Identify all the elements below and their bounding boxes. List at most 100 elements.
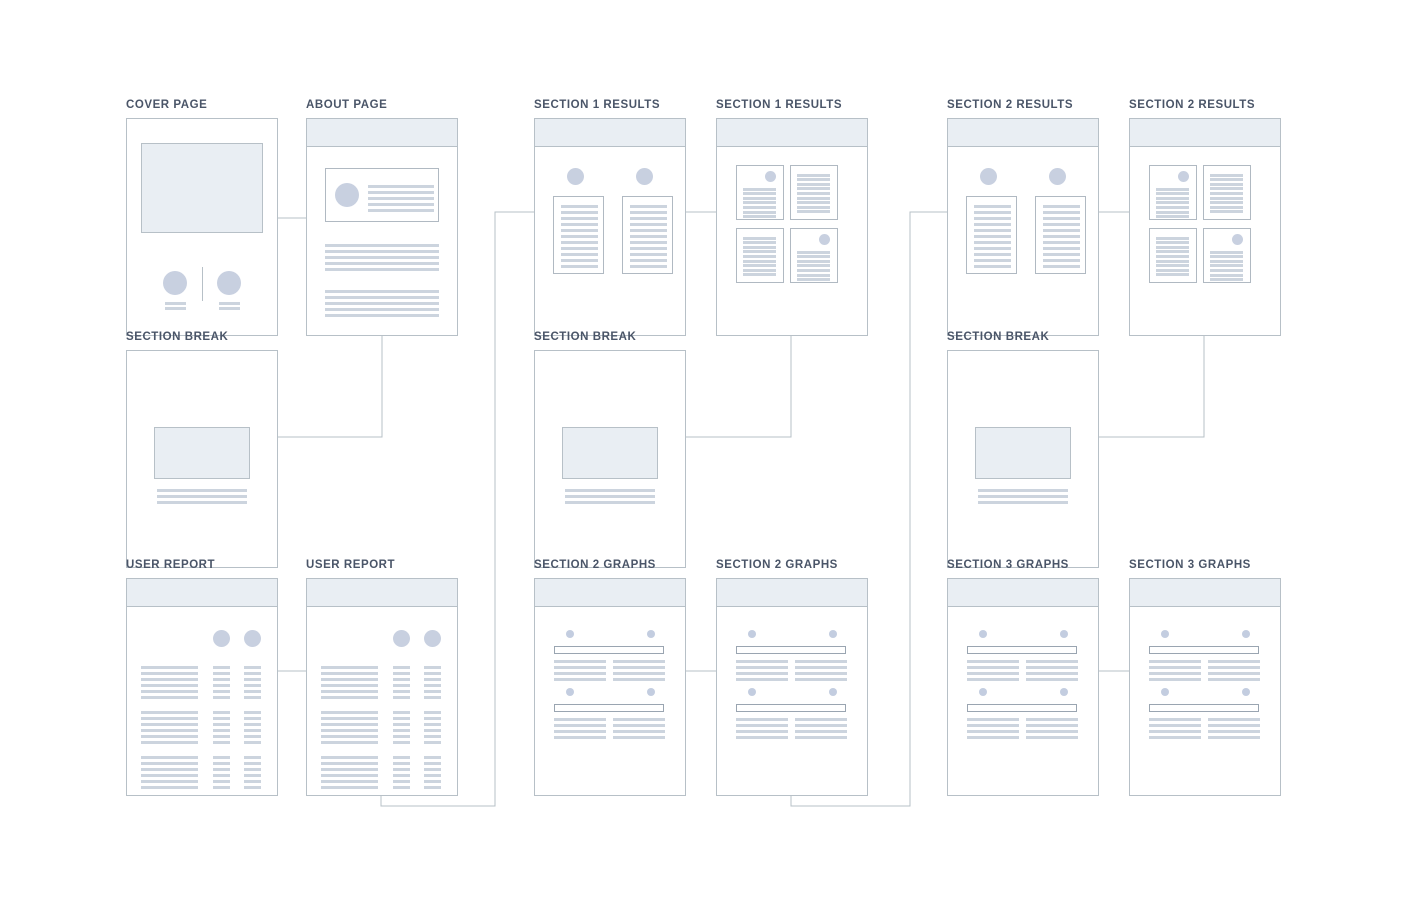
report-line — [141, 767, 198, 771]
node-label: SECTION 2 RESULTS — [1129, 99, 1256, 111]
caption-line — [978, 494, 1068, 498]
report-value-line — [393, 722, 410, 726]
page-header-band — [535, 118, 685, 147]
page-thumbnail-about-page[interactable] — [306, 117, 458, 336]
report-line — [321, 710, 378, 714]
page-thumbnail-section-break-1[interactable] — [126, 349, 278, 568]
body-line — [1210, 182, 1243, 186]
body-line — [561, 204, 598, 208]
body-line — [743, 215, 776, 219]
page-thumbnail-section-1-results-b[interactable] — [716, 117, 868, 336]
body-line — [797, 273, 830, 277]
report-value-line — [244, 740, 261, 744]
graph-point — [1242, 687, 1250, 696]
graph-legend-line — [1026, 659, 1078, 663]
page-thumbnail-section-2-graphs-b[interactable] — [716, 577, 868, 796]
graph-legend-line — [795, 717, 847, 721]
graph-bar — [967, 703, 1077, 712]
report-value-line — [393, 665, 410, 669]
body-line — [1210, 173, 1243, 177]
body-line — [797, 178, 830, 182]
page-thumbnail-user-report-a[interactable] — [126, 577, 278, 796]
graph-point — [979, 687, 987, 696]
report-value-line — [393, 734, 410, 738]
page-body — [535, 608, 685, 795]
page-thumbnail-user-report-b[interactable] — [306, 577, 458, 796]
report-value-line — [424, 695, 441, 699]
body-line — [1210, 196, 1243, 200]
profile-line — [368, 196, 434, 200]
connector-results-1b-to-break-2 — [686, 318, 792, 438]
report-line — [141, 755, 198, 759]
body-line — [1156, 250, 1189, 254]
page-thumbnail-section-3-graphs-b[interactable] — [1129, 577, 1281, 796]
body-line — [561, 222, 598, 226]
page-thumbnail-section-3-graphs-a[interactable] — [947, 577, 1099, 796]
page-thumbnail-section-break-2[interactable] — [534, 349, 686, 568]
graph-legend-line — [613, 665, 665, 669]
report-line — [321, 683, 378, 687]
graph-legend-line — [736, 665, 788, 669]
report-value-line — [244, 695, 261, 699]
page-thumbnail-section-1-results-a[interactable] — [534, 117, 686, 336]
body-line — [743, 241, 776, 245]
graph-legend-line — [1208, 671, 1260, 675]
report-line — [141, 671, 198, 675]
body-line — [797, 182, 830, 186]
page-thumbnail-section-2-results-a[interactable] — [947, 117, 1099, 336]
body-line — [797, 173, 830, 177]
page-thumbnail-section-2-graphs-a[interactable] — [534, 577, 686, 796]
body-line — [743, 192, 776, 196]
profile-line — [368, 190, 434, 194]
content-panel — [790, 227, 838, 283]
report-value-line — [244, 728, 261, 732]
graph-legend-line — [613, 735, 665, 739]
report-value-line — [244, 716, 261, 720]
report-line — [141, 773, 198, 777]
page-thumbnail-section-break-3[interactable] — [947, 349, 1099, 568]
node-label: SECTION 2 GRAPHS — [716, 559, 838, 571]
body-line — [630, 234, 667, 238]
body-line — [1156, 236, 1189, 240]
body-line — [797, 196, 830, 200]
body-line — [797, 191, 830, 195]
report-value-line — [213, 716, 230, 720]
graph-bar — [1149, 703, 1259, 712]
report-value-line — [244, 722, 261, 726]
caption-line — [978, 500, 1068, 504]
body-line — [1043, 204, 1080, 208]
body-line — [974, 204, 1011, 208]
report-value-line — [213, 728, 230, 732]
report-value-line — [213, 695, 230, 699]
report-value-line — [213, 683, 230, 687]
page-thumbnail-section-2-results-b[interactable] — [1129, 117, 1281, 336]
report-value-line — [393, 689, 410, 693]
report-value-line — [213, 773, 230, 777]
node-label: SECTION BREAK — [947, 331, 1050, 343]
body-line — [630, 252, 667, 256]
graph-legend-line — [736, 723, 788, 727]
graph-legend-line — [736, 729, 788, 733]
node-label: SECTION BREAK — [534, 331, 637, 343]
graph-legend-line — [1026, 665, 1078, 669]
report-line — [141, 761, 198, 765]
report-value-line — [424, 716, 441, 720]
report-value-line — [424, 785, 441, 789]
graph-legend-line — [967, 717, 1019, 721]
body-line — [630, 210, 667, 214]
caption-line — [565, 494, 655, 498]
graph-bar — [736, 703, 846, 712]
page-thumbnail-cover-page[interactable] — [126, 117, 278, 336]
report-line — [141, 665, 198, 669]
body-line — [1156, 259, 1189, 263]
graph-legend-line — [736, 735, 788, 739]
report-line — [321, 677, 378, 681]
paragraph-line — [325, 243, 439, 247]
body-line — [1156, 192, 1189, 196]
content-panel — [1149, 164, 1197, 220]
graph-legend-line — [795, 735, 847, 739]
report-value-line — [424, 761, 441, 765]
node-label: COVER PAGE — [126, 99, 208, 111]
report-value-line — [213, 785, 230, 789]
